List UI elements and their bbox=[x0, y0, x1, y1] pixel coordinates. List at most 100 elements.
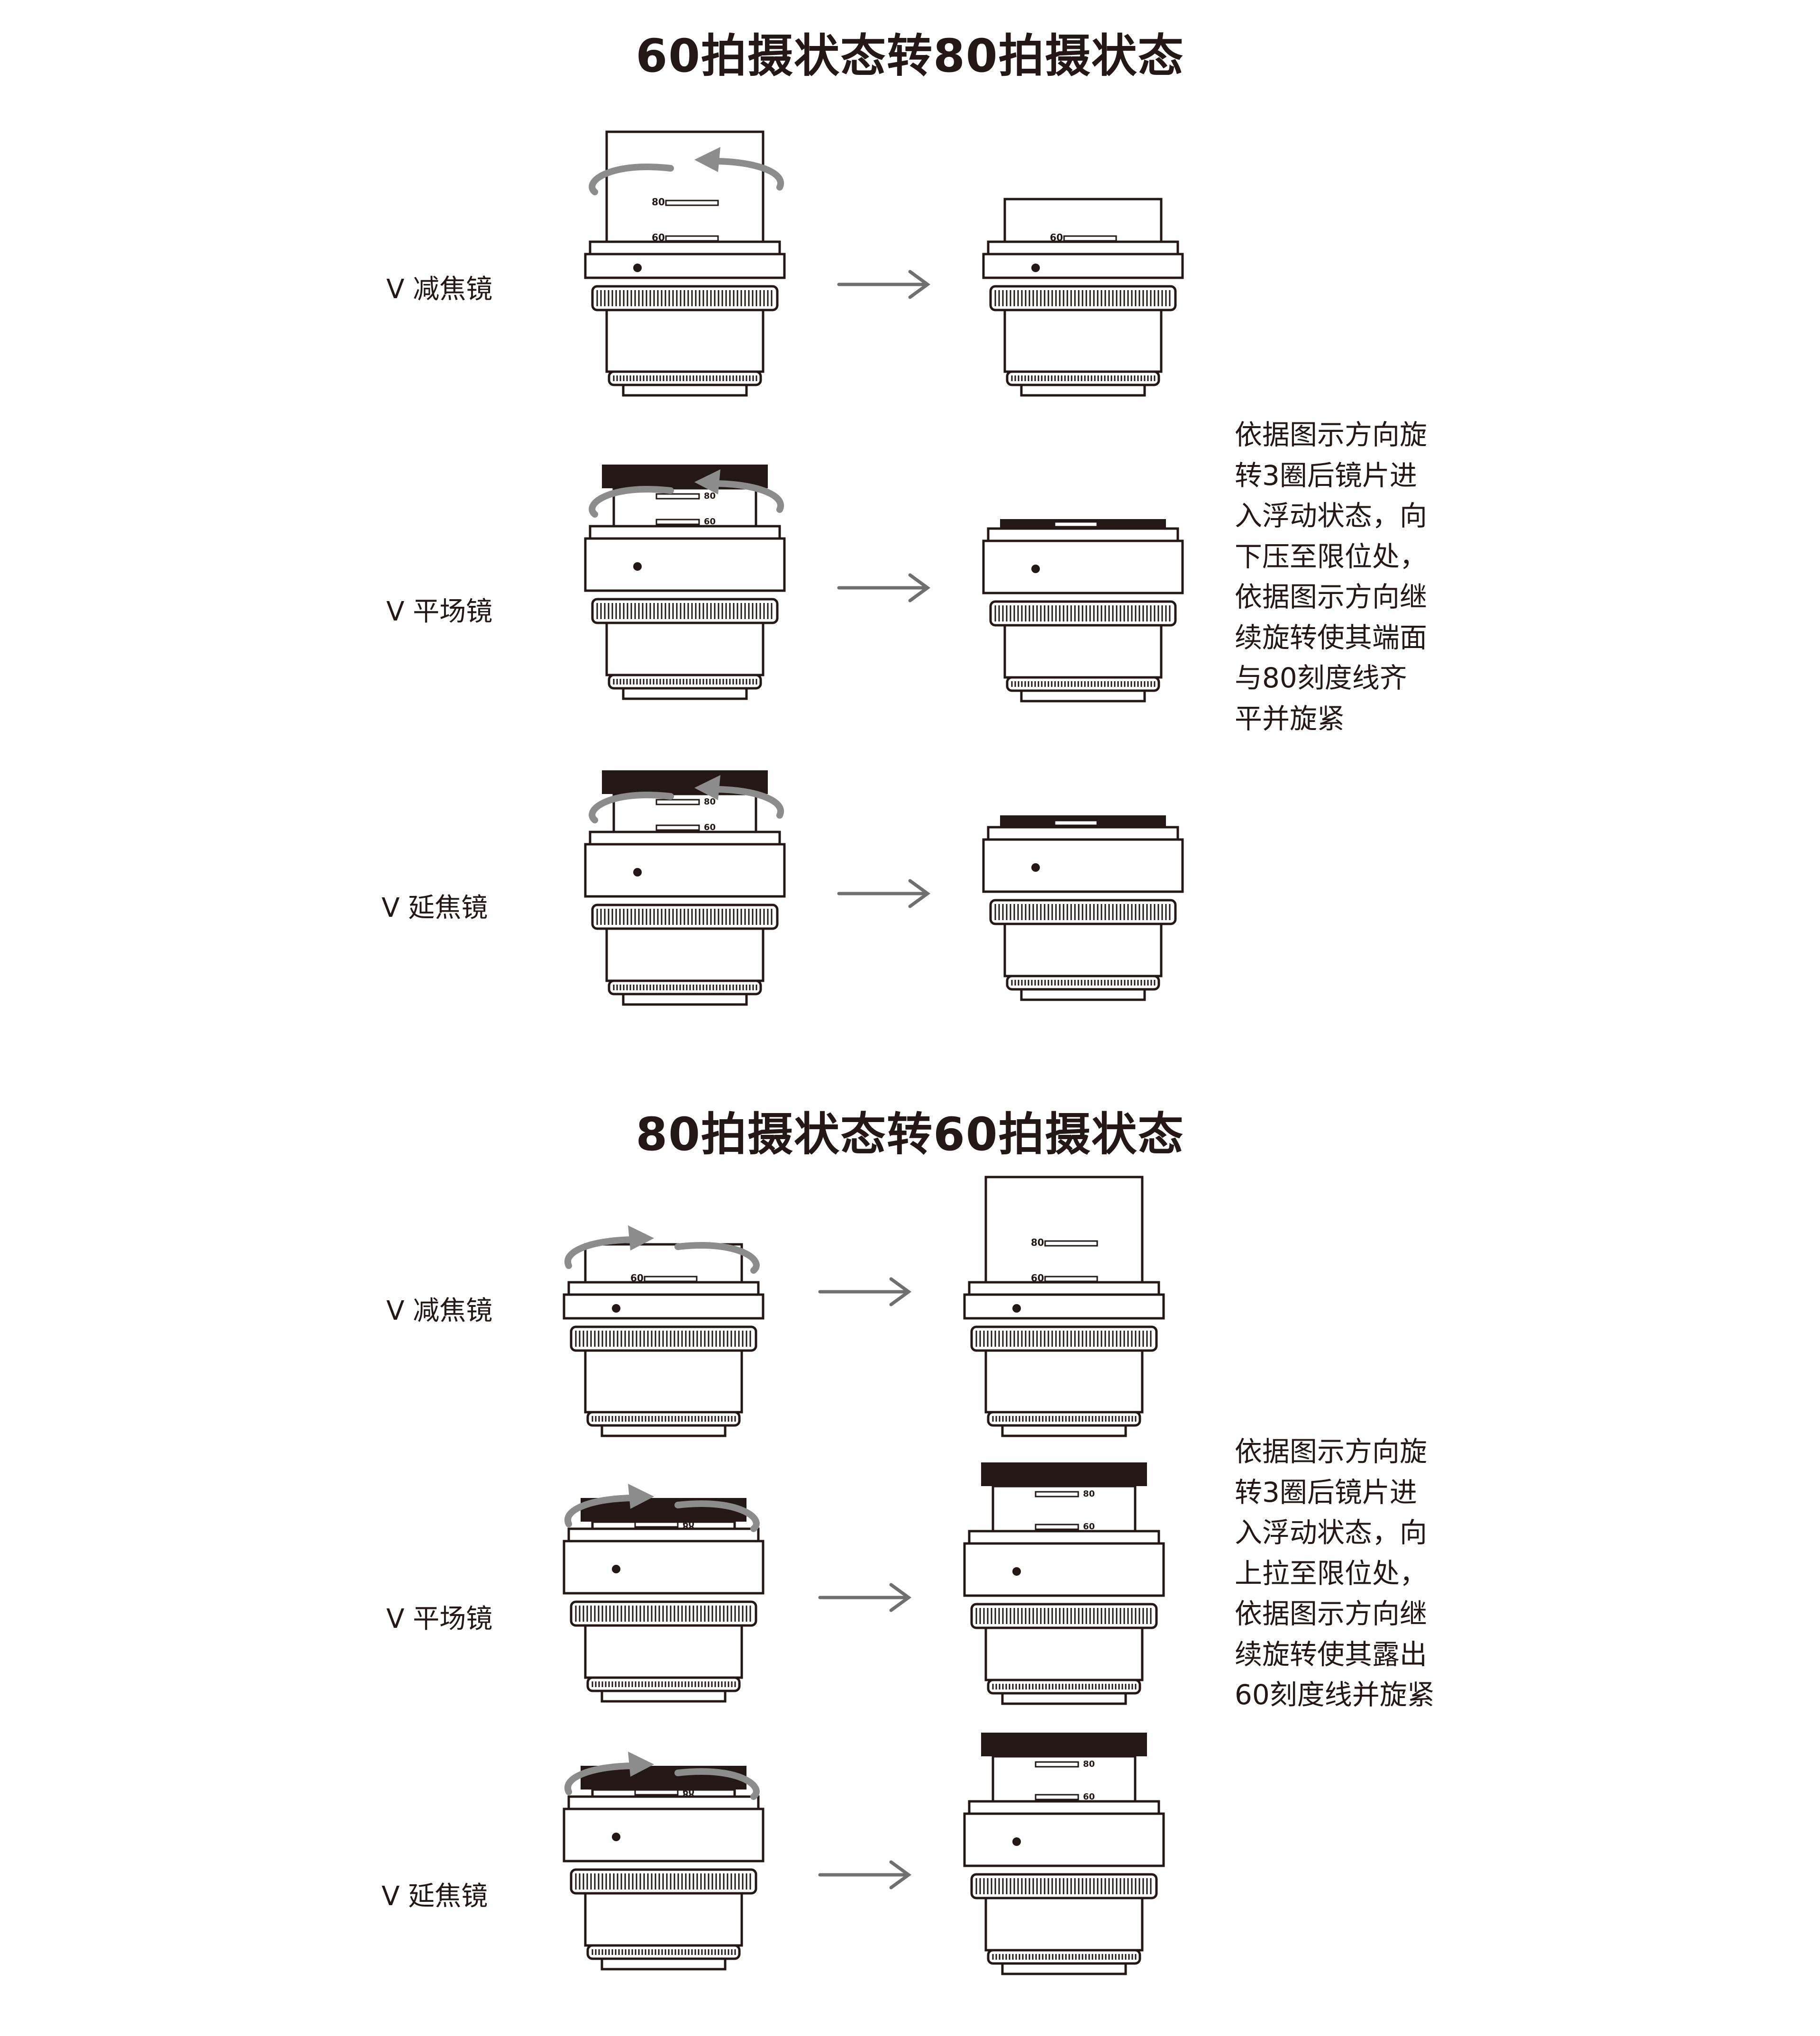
knurled-ring bbox=[987, 1679, 1141, 1695]
row-label-extender: V 延焦镜 bbox=[382, 893, 488, 923]
lens-mount bbox=[622, 687, 748, 700]
index-dot bbox=[1012, 1567, 1021, 1576]
lens-mount bbox=[622, 383, 748, 397]
knurl-lines bbox=[575, 1331, 751, 1347]
knurl-lines bbox=[975, 1878, 1152, 1894]
scale-mark-label: 80 bbox=[652, 196, 665, 208]
instruction-line: 依据图示方向继 bbox=[1235, 1598, 1428, 1630]
lens-main-ring bbox=[563, 1808, 764, 1863]
rotation-arc bbox=[674, 1768, 760, 1800]
scale-mark-line bbox=[1035, 1794, 1079, 1800]
rotation-arc bbox=[589, 486, 674, 518]
index-dot bbox=[1031, 565, 1040, 573]
lens-mount bbox=[601, 1957, 727, 1971]
arrow-stroke bbox=[818, 1860, 911, 1890]
rotation-arrowhead bbox=[628, 1752, 654, 1777]
knurled-ring bbox=[1006, 676, 1160, 692]
lens-lower-body bbox=[1003, 922, 1163, 977]
lens-lower-body bbox=[984, 1349, 1144, 1414]
index-dot bbox=[612, 1565, 620, 1573]
scale-mark-line bbox=[1035, 1524, 1079, 1530]
index-dot bbox=[1031, 264, 1040, 272]
lens-main-ring bbox=[982, 253, 1184, 279]
scale-mark-label: 60 bbox=[1083, 1522, 1095, 1532]
lens-main-ring bbox=[563, 1540, 764, 1595]
scale-mark-label: 60 bbox=[1102, 818, 1114, 828]
row-label-flat-field: V 平场镜 bbox=[386, 596, 493, 627]
scale-mark-line bbox=[665, 200, 719, 206]
lens-main-ring bbox=[963, 1293, 1165, 1320]
knurled-ring bbox=[586, 1676, 741, 1692]
row-label-flat-field: V 平场镜 bbox=[386, 1604, 493, 1634]
knurl-lines bbox=[592, 1949, 736, 1955]
instruction-line: 续旋转使其端面 bbox=[1235, 621, 1428, 654]
index-dot bbox=[1031, 863, 1040, 872]
instructions-80-to-60: 依据图示方向旋 转3圈后镜片进 入浮动状态，向 上拉至限位处， 依据图示方向继 … bbox=[1235, 1432, 1500, 1716]
scale-mark-line bbox=[634, 1789, 679, 1796]
scale-mark-label: 60 bbox=[682, 1787, 694, 1797]
lens-main-ring bbox=[963, 1812, 1165, 1867]
rotation-arrowhead bbox=[694, 147, 720, 172]
knurl-lines bbox=[596, 603, 773, 619]
step-arrow-icon bbox=[837, 270, 930, 299]
knurl-lines bbox=[613, 375, 757, 381]
knurl-lines bbox=[1011, 980, 1156, 986]
lens-mount bbox=[1020, 383, 1146, 397]
rotation-arrow bbox=[589, 786, 784, 823]
index-dot bbox=[633, 562, 642, 571]
scale-mark-line bbox=[1035, 1761, 1079, 1768]
rotation-arc bbox=[710, 786, 784, 819]
instruction-line: 依据图示方向继 bbox=[1235, 581, 1428, 613]
instruction-line: 平并旋紧 bbox=[1235, 702, 1345, 735]
scale-mark-line bbox=[1054, 521, 1098, 528]
lens-collar bbox=[987, 527, 1179, 542]
lens-tube bbox=[1003, 198, 1163, 243]
knurl-lines bbox=[592, 1416, 736, 1422]
lens-collar bbox=[968, 1281, 1160, 1296]
lens-drawing: 80 60 bbox=[963, 1462, 1165, 1705]
lens-mount bbox=[601, 1689, 727, 1703]
lens-mount bbox=[1001, 1962, 1127, 1975]
row-label-extender: V 延焦镜 bbox=[382, 1881, 488, 1912]
lens-tube bbox=[984, 1176, 1144, 1284]
knurl-lines bbox=[1011, 681, 1156, 687]
scale-mark-label: 80 bbox=[1083, 1489, 1095, 1499]
lens-mount bbox=[1020, 988, 1146, 1001]
scale-mark-label: 60 bbox=[1083, 1792, 1095, 1802]
lens-main-ring bbox=[963, 1542, 1165, 1597]
section-title-80-to-60: 80拍摄状态转60拍摄状态 bbox=[636, 1108, 1184, 1161]
lens-collar bbox=[987, 240, 1179, 256]
index-dot bbox=[633, 868, 642, 876]
scale-mark-label: 80 bbox=[1031, 1237, 1044, 1248]
lens-collar bbox=[589, 525, 781, 540]
knurled-ring bbox=[987, 1949, 1141, 1965]
knurled-ring bbox=[608, 979, 762, 995]
arrow-stroke bbox=[837, 879, 930, 908]
knurl-lines bbox=[994, 605, 1171, 621]
knurled-ring bbox=[987, 1411, 1141, 1427]
scale-mark-label: 80 bbox=[704, 797, 716, 807]
rotation-arrow bbox=[564, 1495, 760, 1532]
arrow-stroke bbox=[818, 1277, 911, 1306]
lens-lower-body bbox=[605, 309, 764, 373]
knurled-ring bbox=[1006, 370, 1160, 386]
instruction-line: 入浮动状态，向 bbox=[1235, 1516, 1428, 1549]
lens-collar bbox=[589, 831, 781, 846]
lens-lower-body bbox=[584, 1892, 743, 1947]
scale-mark-line bbox=[1044, 1276, 1098, 1282]
lens-collar bbox=[567, 1281, 760, 1296]
instruction-line: 依据图示方向旋 bbox=[1235, 1435, 1428, 1468]
rotation-arrow bbox=[564, 1236, 760, 1274]
scale-mark-line bbox=[644, 1276, 698, 1282]
lens-lower-body bbox=[1003, 309, 1163, 373]
instruction-line: 转3圈后镜片进 bbox=[1235, 1476, 1417, 1508]
lens-collar bbox=[968, 1800, 1160, 1815]
lens-main-ring bbox=[584, 253, 786, 279]
lens-lower-body bbox=[984, 1626, 1144, 1681]
